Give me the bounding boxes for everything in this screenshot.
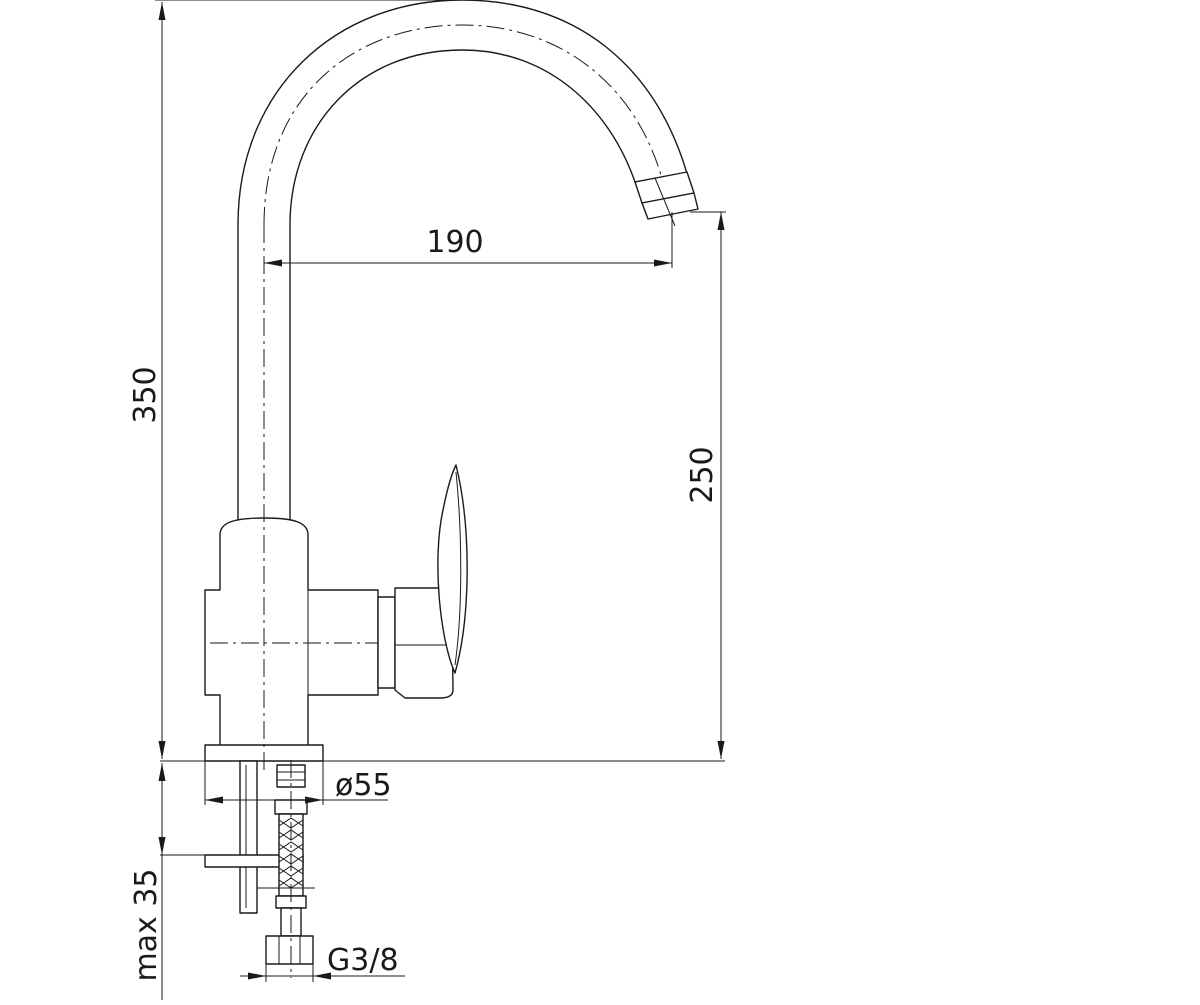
mixer-body	[204, 464, 468, 746]
dim-d55-label: ø55	[335, 768, 392, 803]
dim-g38-label: G3/8	[327, 943, 399, 978]
aerator-tip	[641, 192, 699, 220]
spout	[237, 0, 699, 521]
body-contour	[204, 534, 379, 746]
lever-handle-edge	[454, 471, 462, 666]
dimension-lines	[155, 0, 726, 1000]
dim-350-label: 350	[128, 366, 163, 423]
mounting-stud	[239, 760, 258, 914]
cartridge-collar	[377, 596, 396, 689]
spout-outer-contour	[237, 0, 693, 521]
spout-centerline	[263, 24, 666, 226]
flexible-hose	[257, 760, 315, 978]
dim-max35-label: max 35	[129, 868, 164, 981]
connection-nut	[265, 935, 314, 965]
dim-190-label: 190	[426, 225, 483, 260]
dim-250-label: 250	[685, 446, 720, 503]
spout-inner-contour	[289, 49, 636, 521]
